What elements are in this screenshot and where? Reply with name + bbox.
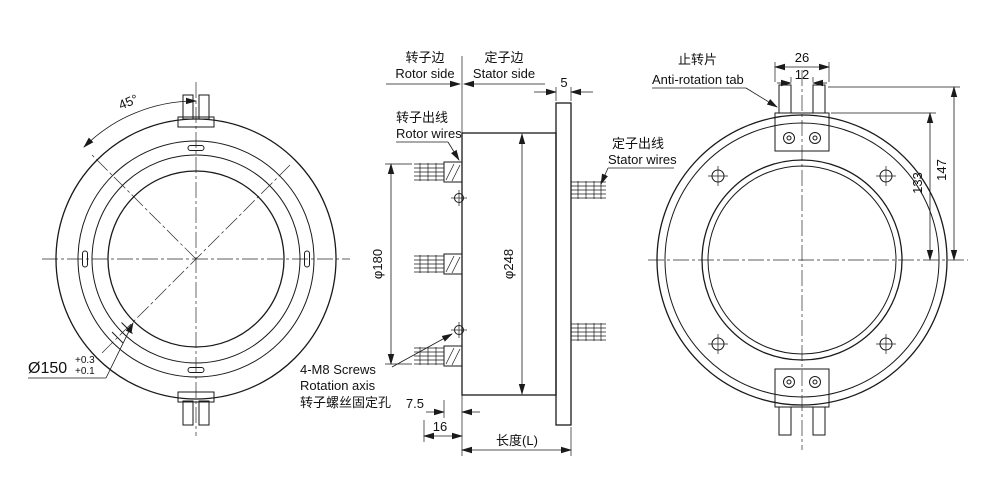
- angle-dim-label: 45°: [116, 91, 140, 112]
- stator-wires-label-cn: 定子出线: [612, 136, 664, 151]
- tab-screw: [809, 132, 821, 144]
- dim-phi248: φ248: [501, 133, 526, 395]
- dim-length: 长度(L): [461, 427, 572, 456]
- section-tick: [111, 331, 124, 344]
- tab-screw: [809, 376, 821, 388]
- front-bottom-tab: [177, 391, 215, 426]
- dim-26: 26: [774, 50, 830, 82]
- screw-note-line2: Rotation axis: [300, 378, 376, 393]
- side-view: 转子边 Rotor side 定子边 Stator side: [300, 50, 677, 456]
- leader-line: [447, 141, 460, 161]
- ring-inner-circle: [91, 154, 301, 364]
- m8-screw-symbol-top: [451, 190, 467, 206]
- slot-right: [304, 250, 310, 268]
- leader-line: [745, 87, 778, 108]
- rotor-wire-bundle-bottom: [414, 345, 463, 367]
- dim-7-5: 7.5: [406, 396, 480, 418]
- screw-hole-top-left: [708, 166, 728, 186]
- tab-prong: [198, 400, 210, 426]
- dim-16: 16: [423, 419, 463, 442]
- tab-label-cn: 止转片: [678, 52, 717, 67]
- rotor-wires-callout: 转子出线 Rotor wires: [396, 110, 462, 161]
- bore-dim-label: Ø150: [28, 360, 67, 377]
- tab-screw: [783, 376, 795, 388]
- dim-length-label: 长度(L): [496, 433, 538, 448]
- side-header: 转子边 Rotor side 定子边 Stator side: [386, 50, 545, 133]
- dim-flange-thickness: 5: [534, 75, 593, 101]
- slot-left: [82, 250, 88, 268]
- flange-outline: [555, 102, 572, 426]
- dim-147: 147: [828, 86, 960, 261]
- dim-phi180: φ180: [370, 163, 412, 365]
- tab-base: [774, 368, 830, 408]
- rotor-wire-bundle-top: [414, 161, 463, 183]
- leader-line: [391, 333, 453, 368]
- dim-12: 12: [777, 67, 827, 87]
- rotor-side-label-en: Rotor side: [395, 66, 454, 81]
- screw-note-callout: 4-M8 Screws Rotation axis 转子螺丝固定孔: [300, 333, 453, 410]
- screw-note-line3: 转子螺丝固定孔: [300, 395, 391, 410]
- angle-dim-arc: [83, 97, 197, 148]
- stator-wires-callout: 定子出线 Stator wires: [600, 136, 677, 185]
- bore-dim-callout: Ø150 +0.3 +0.1: [28, 322, 134, 379]
- m8-screw-symbol-bottom: [451, 322, 467, 338]
- stator-wire-bundle-top: [571, 181, 606, 199]
- tab-screw: [783, 132, 795, 144]
- stator-wire-bundle-bottom: [571, 323, 606, 341]
- dim-phi180-label: φ180: [370, 249, 385, 279]
- screw-hole-top-right: [876, 166, 896, 186]
- stator-wires-label-en: Stator wires: [608, 152, 677, 167]
- tab-prong: [778, 84, 792, 114]
- tab-prong: [812, 406, 826, 436]
- bore-tol-lower: +0.1: [75, 366, 95, 377]
- rear-bottom-tab: [774, 368, 830, 436]
- slot-bottom: [187, 367, 205, 373]
- bore-circle: [107, 170, 285, 348]
- dim-133: 133: [831, 112, 936, 261]
- bore-outer-circle: [701, 159, 903, 361]
- tab-base: [177, 391, 215, 403]
- leader-line: [600, 167, 609, 185]
- dim-147-label: 147: [934, 159, 949, 181]
- dim-133-label: 133: [910, 172, 925, 194]
- dim-16-label: 16: [433, 419, 447, 434]
- tab-base: [774, 112, 830, 152]
- screw-note-line1: 4-M8 Screws: [300, 362, 376, 377]
- tab-prong: [778, 406, 792, 436]
- anti-rotation-callout: 止转片 Anti-rotation tab: [652, 52, 778, 108]
- tab-prong: [198, 94, 210, 120]
- tab-prong: [182, 94, 194, 120]
- dim-26-label: 26: [795, 50, 809, 65]
- dim-flange-label: 5: [560, 75, 567, 90]
- leader-line: [105, 322, 134, 379]
- rim-circle: [664, 122, 940, 398]
- rotor-wires-label-en: Rotor wires: [396, 126, 462, 141]
- stator-side-label-cn: 定子边: [484, 50, 523, 65]
- centerline-diagonal-upleft: [91, 154, 197, 260]
- front-view: 45° Ø150 +0.3 +0.1: [28, 82, 350, 436]
- bore-inner-circle: [707, 165, 897, 355]
- tab-label-en: Anti-rotation tab: [652, 72, 744, 87]
- flange-outer-circle: [656, 114, 948, 406]
- screw-hole-bottom-left: [708, 334, 728, 354]
- rotor-wire-bundle-middle: [414, 253, 463, 275]
- rear-view: 止转片 Anti-rotation tab 26 12 147: [648, 50, 968, 450]
- rotor-side-label-cn: 转子边: [405, 50, 444, 65]
- rotor-wires-label-cn: 转子出线: [396, 110, 448, 125]
- screw-hole-bottom-right: [876, 334, 896, 354]
- tab-prong: [812, 84, 826, 114]
- dim-7-5-label: 7.5: [406, 396, 424, 411]
- stator-side-label-en: Stator side: [473, 66, 535, 81]
- bore-tol-upper: +0.3: [75, 355, 95, 366]
- dim-phi248-label: φ248: [501, 249, 516, 279]
- tab-prong: [182, 400, 194, 426]
- dim-12-label: 12: [795, 67, 809, 82]
